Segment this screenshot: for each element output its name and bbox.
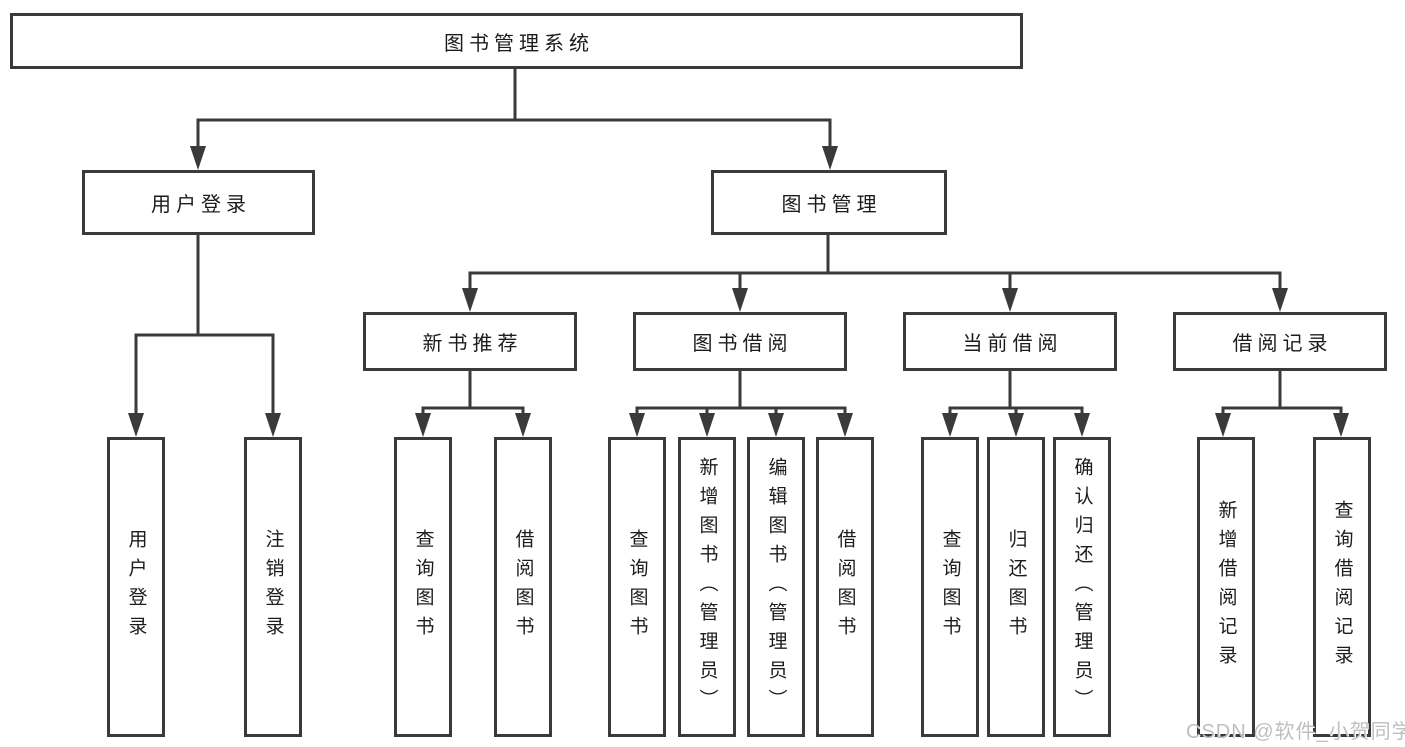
node-library-management-system: 图书管理系统 [10,13,1023,69]
node-label: 用户登录 [151,194,251,216]
node-label: 用户登录 [125,529,147,645]
node-label: 注销登录 [262,529,284,645]
node-label: 借阅图书 [512,529,534,645]
node-label: 当前借阅 [962,333,1063,355]
node-borrow-records: 借阅记录 [1173,312,1387,371]
node-new-book-recommend: 新书推荐 [363,312,577,371]
csdn-watermark: CSDN @软件_小贺同学 [1186,721,1405,743]
node-book-management: 图书管理 [711,170,947,235]
node-label: 确认归还（管理员） [1071,456,1093,718]
node-book-borrow: 图书借阅 [633,312,847,371]
node-label: 图书管理 [781,194,882,216]
leaf-logout: 注销登录 [244,437,302,737]
node-label: 查询图书 [939,529,961,645]
node-label: 查询图书 [626,529,648,645]
node-label: 新增借阅记录 [1215,500,1237,674]
leaf-confirm-return-admin: 确认归还（管理员） [1053,437,1111,737]
leaf-edit-book-admin: 编辑图书（管理员） [747,437,805,737]
leaf-add-borrow-record: 新增借阅记录 [1197,437,1255,737]
leaf-borrow-books-recommend: 借阅图书 [494,437,552,737]
node-label: 借阅图书 [834,529,856,645]
leaf-query-borrow-record: 查询借阅记录 [1313,437,1371,737]
leaf-query-books-borrow: 查询图书 [608,437,666,737]
node-label: 借阅记录 [1232,333,1333,355]
node-label: 归还图书 [1005,529,1027,645]
node-label: 新书推荐 [422,333,523,355]
leaf-query-books-recommend: 查询图书 [394,437,452,737]
leaf-return-book: 归还图书 [987,437,1045,737]
node-current-borrow: 当前借阅 [903,312,1117,371]
leaf-query-books-current: 查询图书 [921,437,979,737]
node-label: 查询图书 [412,529,434,645]
leaf-add-book-admin: 新增图书（管理员） [678,437,736,737]
node-label: 图书管理系统 [444,32,594,55]
node-user-login: 用户登录 [82,170,315,235]
node-label: 查询借阅记录 [1331,500,1353,674]
node-label: 编辑图书（管理员） [765,456,787,718]
leaf-borrow-books: 借阅图书 [816,437,874,737]
node-label: 图书借阅 [692,333,793,355]
node-label: 新增图书（管理员） [696,456,718,718]
leaf-user-login: 用户登录 [107,437,165,737]
